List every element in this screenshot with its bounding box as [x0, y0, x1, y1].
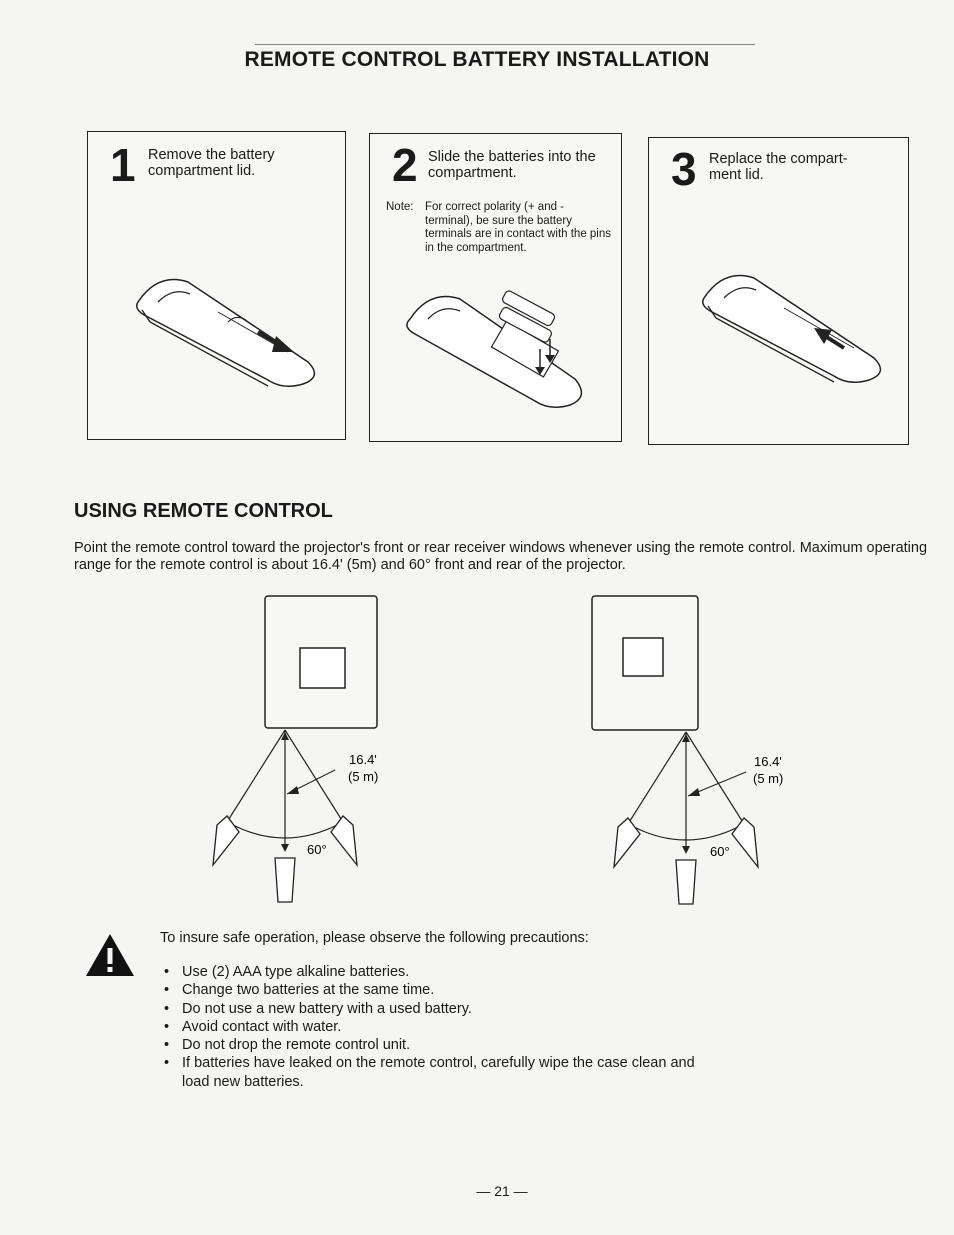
range-diagram-rear: 16.4' (5 m) 60°: [591, 595, 783, 905]
page-number: — 21 —: [476, 1183, 528, 1199]
distance-ft-label: 16.4': [754, 754, 782, 769]
receiver-window: [299, 647, 346, 689]
list-item: Do not use a new battery with a used bat…: [160, 1000, 720, 1019]
step-1-text: Remove the battery compartment lid.: [148, 147, 275, 179]
step-2-number: 2: [392, 139, 418, 191]
distance-ft-label: 16.4': [349, 752, 377, 767]
step-2-panel: 2 Slide the batteries into the compartme…: [369, 133, 622, 442]
distance-m-label: (5 m): [348, 769, 378, 784]
page-title: REMOTE CONTROL BATTERY INSTALLATION: [244, 48, 710, 71]
warning-triangle-icon: [86, 934, 134, 976]
list-item: Do not drop the remote control unit.: [160, 1036, 720, 1055]
precautions-list: Use (2) AAA type alkaline batteries. Cha…: [160, 963, 720, 1091]
receiver-window: [622, 637, 664, 677]
step-1-number: 1: [110, 139, 136, 191]
list-item: If batteries have leaked on the remote c…: [160, 1054, 720, 1091]
remote-open-lid-illustration: [136, 278, 316, 387]
step-1-panel: 1 Remove the battery compartment lid.: [87, 131, 346, 440]
step-3-number: 3: [671, 143, 697, 195]
step-3-panel: 3 Replace the compart- ment lid.: [648, 137, 909, 445]
list-item: Change two batteries at the same time.: [160, 981, 720, 1000]
remote-close-lid-illustration: [702, 274, 882, 383]
title-rule: [255, 44, 755, 45]
step-3-text: Replace the compart- ment lid.: [709, 151, 848, 183]
distance-m-label: (5 m): [753, 771, 783, 786]
angle-label: 60°: [307, 842, 327, 857]
step-2-note-text: For correct polarity (+ and - terminal),…: [425, 201, 612, 254]
step-2-note-label: Note:: [386, 201, 414, 213]
list-item: Use (2) AAA type alkaline batteries.: [160, 963, 720, 982]
list-item: Avoid contact with water.: [160, 1018, 720, 1037]
section-title: USING REMOTE CONTROL: [74, 500, 333, 522]
remote-battery-insert-illustration: [406, 290, 583, 408]
instruction-paragraph: Point the remote control toward the proj…: [74, 540, 928, 573]
precautions-intro: To insure safe operation, please observe…: [160, 930, 589, 946]
angle-label: 60°: [710, 844, 730, 859]
step-2-text: Slide the batteries into the compartment…: [428, 149, 596, 181]
range-diagram-front: 16.4' (5 m) 60°: [212, 595, 378, 903]
